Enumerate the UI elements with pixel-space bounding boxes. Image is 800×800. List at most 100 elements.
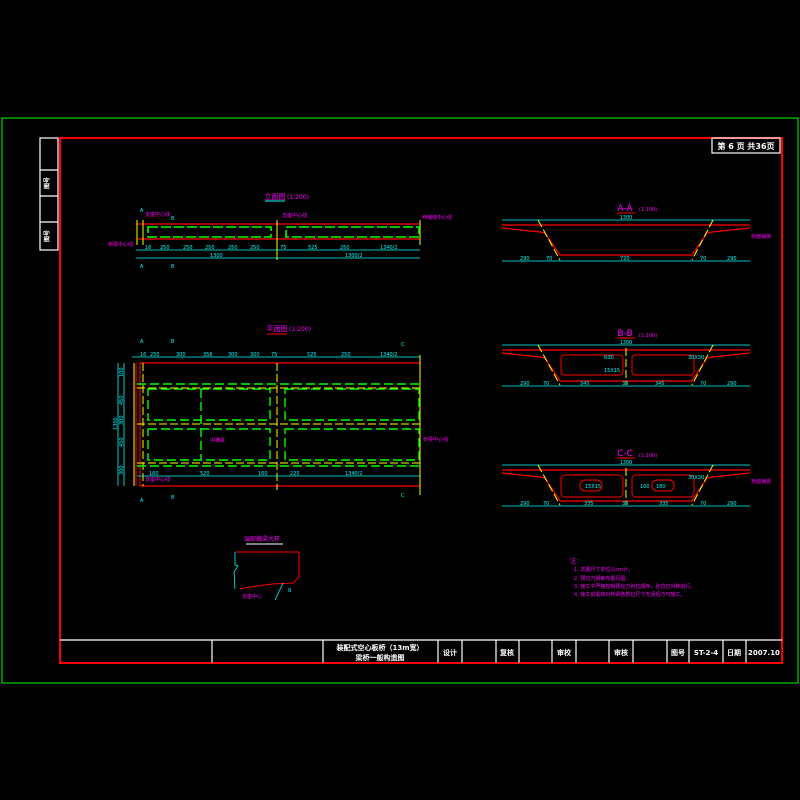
notes: 注： 1. 本图尺寸单位以cm计。 2. 预应力钢束布置见图。 3. 施工中严格… — [570, 557, 695, 598]
elev-dim: 250 — [183, 245, 193, 251]
elev-dim: 250 — [340, 245, 350, 251]
plan-dim: 225 — [290, 471, 300, 477]
aa-dim: 70 — [546, 256, 552, 262]
section-bb-scale: (1:100) — [639, 333, 657, 339]
note-item: 2. 预应力钢束布置见图。 — [574, 575, 630, 582]
plan-side-dim: 300 — [119, 415, 125, 425]
section-marker: B — [171, 495, 175, 501]
elev-label: 支座中心线 — [145, 211, 170, 218]
elev-dim: 75 — [280, 245, 286, 251]
drawing-no-label: 图号 — [671, 648, 685, 657]
plan-side-dim: 450 — [119, 437, 125, 447]
bb-dim: 345 — [580, 381, 590, 387]
plan-side-dim: 100 — [119, 367, 125, 377]
elev-dim: 250 — [205, 245, 215, 251]
drawing-title: 梁桥一般构造图 — [355, 653, 405, 662]
date-label: 日期 — [727, 648, 741, 657]
bb-dim: 30 — [622, 381, 628, 387]
bb-callout: 15X15 — [604, 368, 620, 374]
section-marker: A — [140, 208, 144, 214]
note-item: 1. 本图尺寸单位以cm计。 — [574, 566, 633, 573]
date-value: 2007.10 — [748, 649, 780, 657]
plan-label: 支座中心线 — [145, 476, 170, 483]
section-marker: B — [171, 339, 175, 345]
cc-callout: 180 — [656, 484, 666, 490]
section-cc-title: C-C — [617, 449, 633, 459]
section-marker: B — [171, 264, 175, 270]
plan-side-dim: 300 — [119, 465, 125, 475]
cc-dim: 290 — [727, 501, 737, 507]
side-strip-bottom-label: 图号 — [43, 230, 51, 242]
section-cc-scale: (1:100) — [639, 453, 657, 459]
bb-dim: 70 — [543, 381, 549, 387]
aa-dim: 290 — [520, 256, 530, 262]
aa-dim: 290 — [727, 256, 737, 262]
section-bb: B-B (1:100) 1300 290 70 345 30 345 70 29… — [501, 329, 751, 387]
elevation-title: 立面图 — [265, 192, 286, 201]
elev-dim: 250 — [228, 245, 238, 251]
cc-callout: 15X15 — [585, 484, 601, 490]
elev-total-right: 1300/2 — [345, 253, 363, 259]
cc-dim: 30 — [622, 501, 628, 507]
title-block: 装配式空心板桥（13m宽） 梁桥一般构造图 设计 复核 审校 审核 图号 ST-… — [60, 639, 782, 663]
plan-scale: (1:200) — [289, 326, 311, 333]
section-bb-width: 1300 — [620, 340, 633, 346]
elev-label: 桥梁中心线 — [108, 241, 133, 248]
elevation-scale: (1:200) — [287, 194, 309, 201]
aa-label: 桥面铺装 — [751, 233, 771, 240]
plan-dim: 250 — [150, 352, 160, 358]
aa-dim: 720 — [620, 256, 630, 262]
cc-dim: 290 — [520, 501, 530, 507]
elev-dim: 250 — [250, 245, 260, 251]
project-title: 装配式空心板桥（13m宽） — [335, 643, 423, 652]
elev-total-left: 1300 — [210, 253, 223, 259]
page-number-box: 第 6 页 共36页 — [711, 137, 781, 154]
note-item: 3. 施工中严格控制预应力张拉顺序，张拉应对称进行。 — [574, 583, 695, 590]
plan-dim: 160 — [149, 471, 159, 477]
plan-total-width: 1300 — [113, 417, 119, 430]
plan-dim: 520 — [200, 471, 210, 477]
elev-dim: 250 — [160, 245, 170, 251]
plan-side-dim: 450 — [119, 395, 125, 405]
cc-dim: 335 — [659, 501, 669, 507]
bb-callout: R30 — [604, 355, 614, 361]
elev-dim: 1340/2 — [380, 245, 398, 251]
section-bb-title: B-B — [617, 329, 632, 339]
plan-dim: 300 — [250, 352, 260, 358]
elev-dim: 16 — [145, 245, 151, 251]
elev-dim: 525 — [308, 245, 318, 251]
section-marker: C — [401, 493, 405, 499]
section-aa-scale: (1:100) — [639, 207, 657, 213]
check-label: 审校 — [557, 648, 572, 657]
section-aa-title: A-A — [617, 204, 633, 214]
plan-dim: 1340/2 — [380, 352, 398, 358]
notes-heading: 注： — [570, 557, 582, 565]
detail-label: 支座中心 — [242, 593, 262, 600]
section-cc: C-C (1:100) 1300 290 70 335 30 335 70 29… — [501, 449, 771, 507]
detail-view: 端部横梁大样 支座中心 8 — [233, 535, 300, 601]
cc-dim: 335 — [584, 501, 594, 507]
section-aa-width: 1300 — [620, 215, 633, 221]
section-cc-width: 1300 — [620, 460, 633, 466]
plan-dim: 525 — [307, 352, 317, 358]
section-marker: B — [171, 216, 175, 222]
cc-dim: 70 — [700, 501, 706, 507]
cc-callout: 30X30 — [688, 475, 704, 481]
plan-dim: 356 — [203, 352, 213, 358]
elev-label: 伸缩缝中心线 — [422, 214, 452, 221]
plan-label: 中横梁 — [210, 437, 225, 444]
aa-dim: 70 — [700, 256, 706, 262]
bb-callout: 30X30 — [688, 355, 704, 361]
elev-label: 支座中心线 — [282, 212, 307, 219]
drawing-frame — [59, 137, 783, 664]
plan-label: 桥梁中心线 — [423, 436, 448, 443]
page-label: 第 6 页 共36页 — [717, 141, 774, 151]
plan-dim: 16 — [140, 352, 146, 358]
elevation-view: 立面图 (1:200) 16 250 250 250 250 250 75 52… — [108, 192, 452, 270]
section-marker: A — [140, 264, 144, 270]
outer-border — [1, 117, 799, 684]
cc-callout: 100 — [640, 484, 650, 490]
plan-dim: 160 — [258, 471, 268, 477]
side-strip-top-label: 图号 — [43, 177, 51, 189]
